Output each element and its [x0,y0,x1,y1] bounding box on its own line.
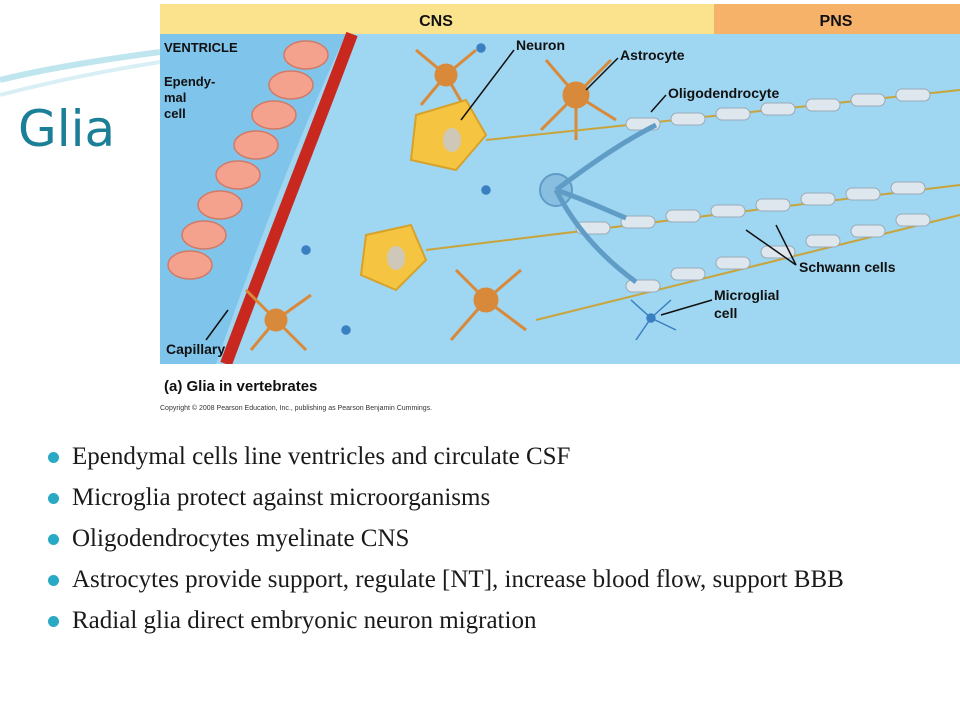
figure-caption: (a) Glia in vertebrates [164,378,317,395]
figure-copyright: Copyright © 2008 Pearson Education, Inc.… [160,404,432,412]
ependymal-label-line-2: mal [164,90,186,105]
microglial-label-line-1: Microglial [714,287,779,303]
bullet-item: Radial glia direct embryonic neuron migr… [46,607,926,635]
myelin-sheaths [575,88,931,293]
ependymal-label-line-3: cell [164,106,186,121]
bullet-item: Astrocytes provide support, regulate [NT… [46,566,926,594]
microglial-label-line-2: cell [714,305,737,321]
astrocytes [244,48,617,352]
microglia [301,43,677,341]
bullet-dot-icon [48,493,59,504]
schwann-cells-label: Schwann cells [799,259,896,275]
capillary-label: Capillary [166,341,225,357]
label-pointers [205,49,797,341]
neuron-label: Neuron [516,37,565,53]
bullet-list: Ependymal cells line ventricles and circ… [46,443,926,648]
glia-diagram: CNS PNS [156,4,960,420]
bullet-dot-icon [48,534,59,545]
astrocyte-label: Astrocyte [620,47,685,63]
bullet-item: Microglia protect against microorganisms [46,484,926,512]
pns-header-bar [714,4,960,34]
bullet-dot-icon [48,452,59,463]
bullet-dot-icon [48,616,59,627]
oligodendrocyte-label: Oligodendrocyte [668,85,779,101]
ventricle-label: VENTRICLE [164,40,238,55]
ependymal-label-line-1: Ependy- [164,74,215,89]
bullet-item: Ependymal cells line ventricles and circ… [46,443,926,471]
bullet-dot-icon [48,575,59,586]
neurons [359,98,488,292]
slide-title: Glia [18,100,116,158]
ependymal-cells [167,40,329,280]
bullet-item: Oligodendrocytes myelinate CNS [46,525,926,553]
decorative-swoosh [0,49,161,97]
oligodendrocyte [539,122,658,285]
cns-label: CNS [419,13,453,30]
ventricle-region [160,34,346,364]
pns-label: PNS [820,13,853,30]
capillary-vessel [220,31,358,367]
cns-header-bar [160,4,714,34]
